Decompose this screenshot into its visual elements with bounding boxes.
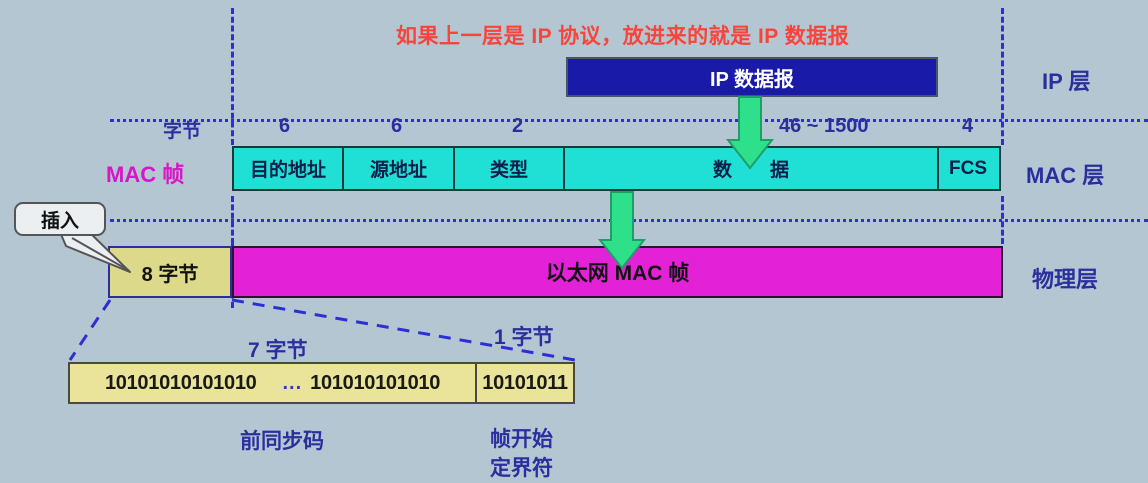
mac-phys-separator [110,219,1148,222]
mac-field-source-address: 源地址 [342,148,453,189]
mac-field-fcs-label: FCS [949,157,987,179]
preamble-name-label: 前同步码 [240,430,324,453]
mac-field-dest-address-label: 目的地址 [249,160,326,181]
mac-frame-row: 目的地址 源地址 类型 数 据 FCS [232,146,1001,191]
preamble-bits-left: 10101010101010 [104,371,257,394]
preamble-8byte-label: 8 字节 [141,263,199,286]
ethernet-mac-frame-block: 以太网 MAC 帧 [232,246,1003,298]
sfd-name-line1: 帧开始 [490,428,553,451]
preamble-ellipsis: ... [282,371,303,394]
sfd-size-label: 1 字节 [494,326,554,349]
insert-callout-label: 插入 [40,210,79,232]
mac-field-dest-address: 目的地址 [234,148,342,189]
left-boundary-dash-upper [231,8,234,145]
sfd-bits: 10101011 [482,371,568,394]
mac-bytes-src: 6 [391,115,403,137]
mac-field-fcs: FCS [937,148,997,189]
right-boundary-dash-upper [1001,8,1004,145]
mac-bytes-data: 46 ~ 1500 [779,115,869,137]
ip-datagram-label: IP 数据报 [709,68,795,91]
mac-bytes-fcs: 4 [962,115,974,137]
ethernet-mac-frame-label: 以太网 MAC 帧 [545,262,690,285]
preamble-bits-right: 101010101010 [310,371,441,394]
sfd-name-line2: 定界符 [490,457,553,480]
mac-field-data: 数 据 [563,148,937,189]
mac-bytes-dest: 6 [279,115,291,137]
mac-bytes-type: 2 [512,115,524,137]
ip-annotation-note: 如果上一层是 IP 协议，放进来的就是 IP 数据报 [396,25,850,48]
byte-unit-label: 字节 [163,121,202,142]
mac-field-data-label: 数 据 [712,160,789,181]
mac-field-source-address-label: 源地址 [369,160,427,181]
physical-layer-row: 8 字节 以太网 MAC 帧 [108,246,1003,298]
mac-field-type: 类型 [453,148,563,189]
layer-label-ip: IP 层 [1042,69,1091,94]
layer-label-mac: MAC 层 [1026,163,1105,188]
ip-datagram-box: IP 数据报 [566,57,938,97]
preamble-8byte-block: 8 字节 [108,246,232,298]
layer-label-physical: 物理层 [1032,267,1099,292]
preamble-bit-row: 10101010101010 ... 101010101010 10101011 [68,362,575,404]
preamble-size-label: 7 字节 [248,339,308,362]
insert-callout: 插入 [14,202,106,236]
mac-field-type-label: 类型 [489,160,528,181]
ip-mac-separator [110,119,1148,122]
preamble-bits-cell: 10101010101010 ... 101010101010 [70,364,475,402]
mac-frame-row-label: MAC 帧 [106,162,185,187]
sfd-bits-cell: 10101011 [475,364,573,402]
